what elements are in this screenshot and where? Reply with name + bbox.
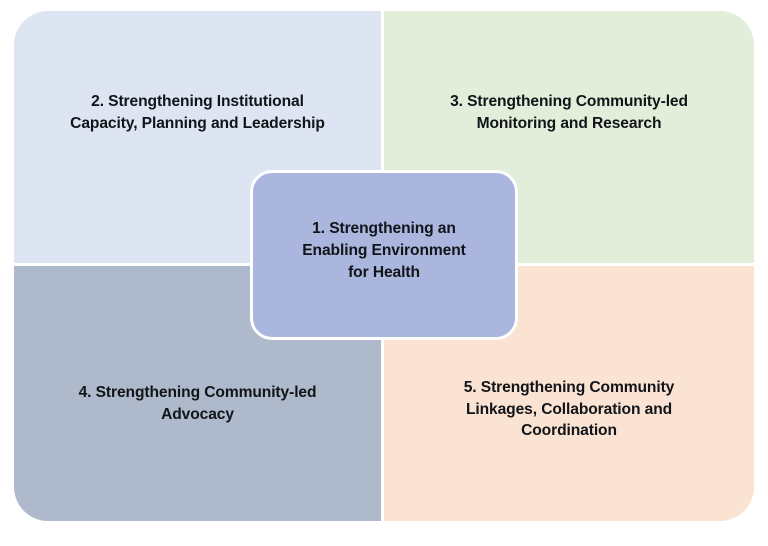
quadrant-top-left[interactable]: 2. Strengthening Institutional Capacity,… (14, 11, 381, 263)
quadrant-top-left-label: 2. Strengthening Institutional Capacity,… (70, 93, 325, 132)
quadrant-bottom-left-label: 4. Strengthening Community-led Advocacy (78, 383, 317, 423)
center-node[interactable]: 1. Strengthening an Enabling Environment… (250, 170, 518, 340)
quadrant-top-right-label: 3. Strengthening Community-led Monitorin… (450, 93, 688, 132)
quadrant-matrix: 2. Strengthening Institutional Capacity,… (14, 11, 754, 521)
quadrant-bottom-right-label: 5. Strengthening Community Linkages, Col… (463, 379, 675, 440)
center-node-label: 1. Strengthening an Enabling Environment… (302, 220, 466, 281)
